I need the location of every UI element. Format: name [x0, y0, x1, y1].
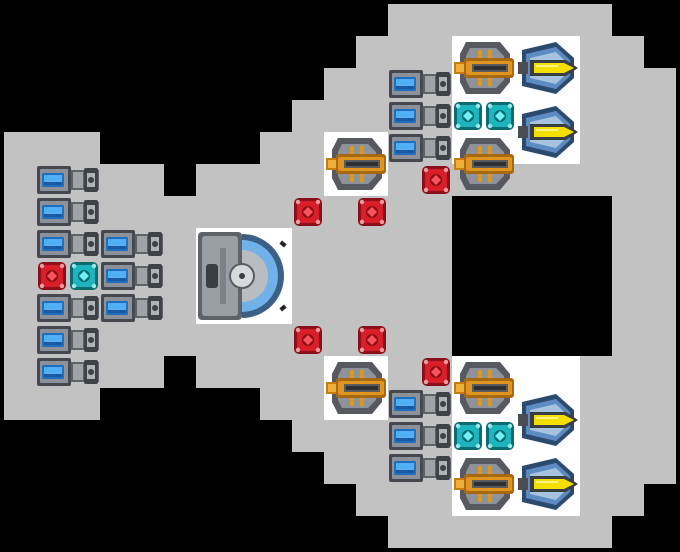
hull-section	[164, 196, 196, 356]
hull-section	[612, 36, 644, 516]
hull-section	[292, 100, 324, 452]
shield-node-icon[interactable]	[486, 422, 514, 450]
battery-icon[interactable]	[101, 230, 163, 258]
battery-icon[interactable]	[37, 358, 99, 386]
battery-icon[interactable]	[37, 166, 99, 194]
battery-icon[interactable]	[389, 454, 451, 482]
shield-node-icon[interactable]	[454, 102, 482, 130]
cannon-turret-icon[interactable]	[326, 362, 386, 414]
shield-node-icon[interactable]	[486, 102, 514, 130]
hull-section	[644, 68, 676, 484]
repair-node-icon[interactable]	[358, 198, 386, 226]
battery-icon[interactable]	[389, 134, 451, 162]
hull-section	[324, 68, 356, 484]
battery-icon[interactable]	[37, 230, 99, 258]
battery-icon[interactable]	[389, 422, 451, 450]
battery-icon[interactable]	[389, 102, 451, 130]
battery-icon[interactable]	[101, 262, 163, 290]
repair-node-icon[interactable]	[422, 166, 450, 194]
battery-icon[interactable]	[101, 294, 163, 322]
battery-icon[interactable]	[389, 70, 451, 98]
battery-icon[interactable]	[389, 390, 451, 418]
hull-gap	[452, 196, 612, 356]
repair-node-icon[interactable]	[358, 326, 386, 354]
cannon-turret-icon[interactable]	[454, 362, 514, 414]
battery-icon[interactable]	[37, 198, 99, 226]
repair-node-icon[interactable]	[294, 326, 322, 354]
cannon-turret-icon[interactable]	[454, 458, 514, 510]
battery-icon[interactable]	[37, 294, 99, 322]
hull-section	[356, 36, 388, 516]
repair-node-icon[interactable]	[294, 198, 322, 226]
hull-gap	[164, 356, 196, 388]
shield-node-icon[interactable]	[70, 262, 98, 290]
cannon-turret-icon[interactable]	[326, 138, 386, 190]
shield-node-icon[interactable]	[454, 422, 482, 450]
cannon-turret-icon[interactable]	[454, 138, 514, 190]
repair-node-icon[interactable]	[38, 262, 66, 290]
hull-gap	[164, 164, 196, 196]
cannon-turret-icon[interactable]	[454, 42, 514, 94]
battery-icon[interactable]	[37, 326, 99, 354]
repair-node-icon[interactable]	[422, 358, 450, 386]
